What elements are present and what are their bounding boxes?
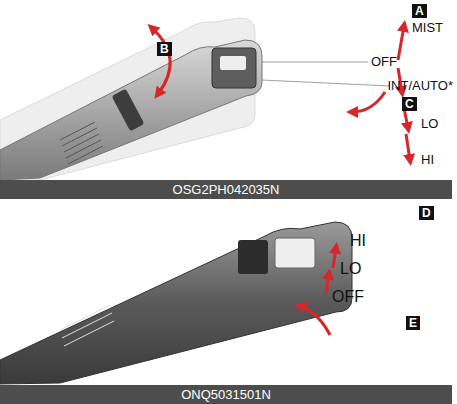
switch-position-label: LO: [421, 116, 438, 131]
node-text: A: [415, 4, 424, 18]
callout-letter: B: [157, 42, 172, 56]
switch-position-label: INT/AUTO*: [388, 78, 454, 93]
switch-scale: [60, 305, 114, 346]
node-text: OSG2PH042035N: [0, 180, 452, 199]
node-text: E: [409, 316, 417, 330]
callout-letter: D: [419, 206, 434, 220]
switch-position-label: OFF: [371, 54, 397, 69]
leader-lines: [262, 62, 390, 86]
switch-button: [238, 240, 268, 274]
switch-position-label: HI: [421, 152, 434, 167]
motion-arrow: [152, 26, 410, 160]
node-text: D: [422, 206, 431, 220]
callout-letter: E: [406, 316, 420, 330]
switch-position-label: LO: [340, 260, 361, 278]
callout-letter: C: [402, 97, 417, 111]
rear-switch: [275, 238, 315, 268]
stalk-body: [0, 40, 262, 180]
node-text: ONQ5031501N: [0, 385, 452, 404]
node-text: B: [160, 42, 169, 56]
callout-letter: A: [412, 4, 427, 18]
switch-position-label: MIST: [412, 20, 443, 35]
rear-switch: [212, 48, 256, 88]
motion-arrow: [300, 248, 336, 335]
figure-code-bar: ONQ5031501N: [0, 385, 452, 404]
rear-symbol: [220, 56, 246, 70]
stalk-body: [0, 222, 352, 384]
figure-code-bar: OSG2PH042035N: [0, 180, 452, 199]
node-text: C: [405, 97, 414, 111]
switch-scale: [60, 122, 103, 164]
switch-position-label: OFF: [332, 288, 364, 306]
switch-position-label: HI: [350, 232, 366, 250]
ring-control: [112, 89, 145, 132]
